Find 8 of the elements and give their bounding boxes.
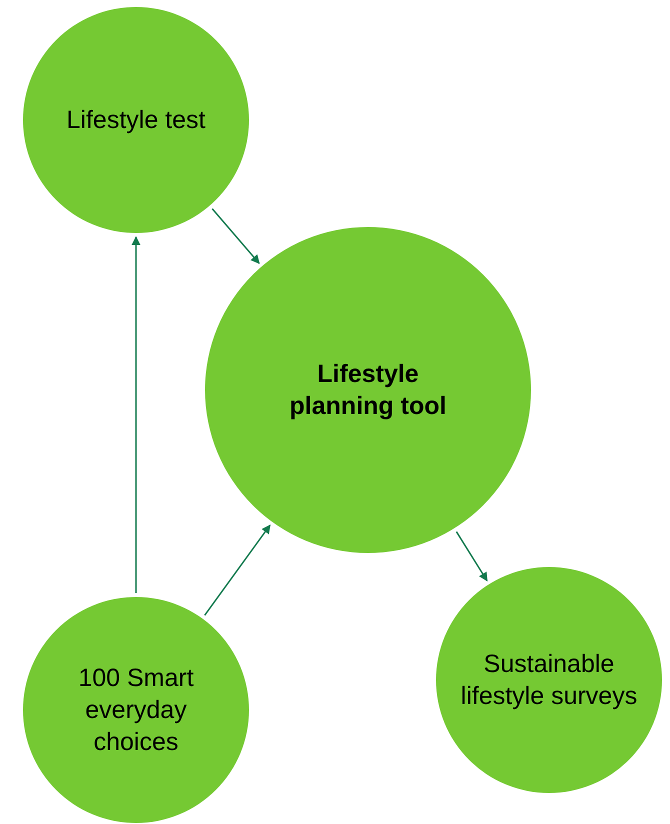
node-label: Lifestyle test xyxy=(66,105,206,136)
arrow xyxy=(204,524,271,616)
node-label: Sustainable lifestyle surveys xyxy=(460,649,638,712)
node-label: Lifestyle planning tool xyxy=(288,359,448,422)
arrow xyxy=(456,531,488,582)
arrow xyxy=(212,208,260,264)
arrow xyxy=(132,236,140,593)
node-label: 100 Smart everyday choices xyxy=(77,663,195,758)
